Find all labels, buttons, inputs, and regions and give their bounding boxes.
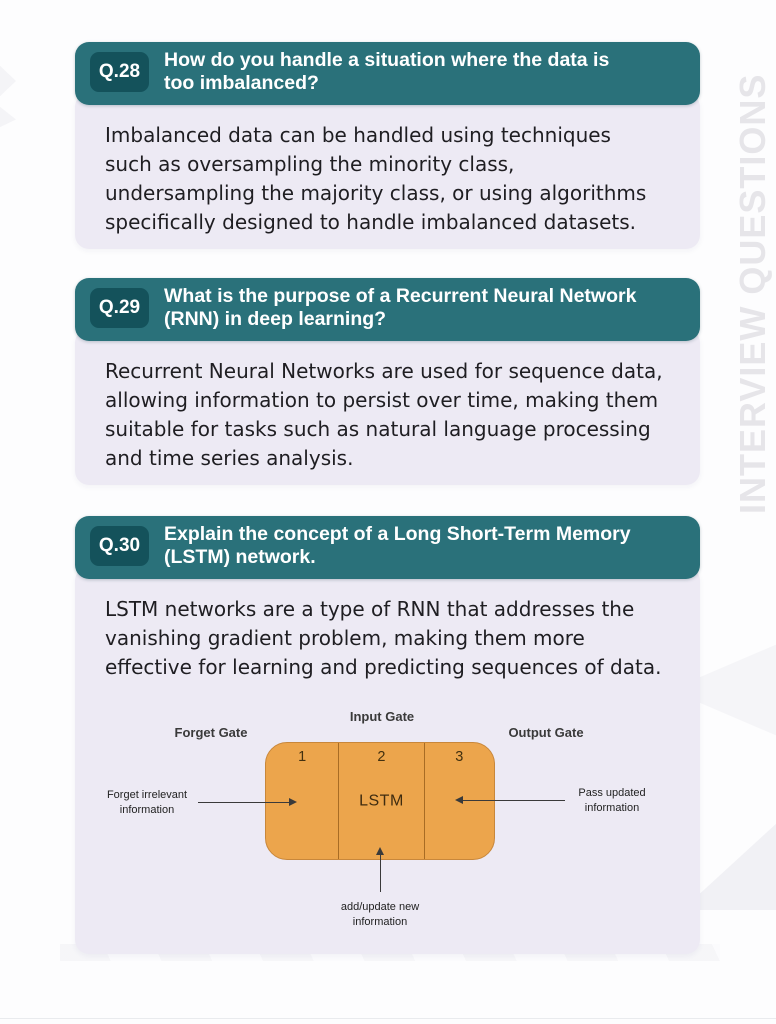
- question-title: Explain the concept of a Long Short-Term…: [164, 523, 631, 570]
- question-title-line: (LSTM) network.: [164, 546, 316, 569]
- note-line: Pass updated: [578, 786, 646, 799]
- lstm-cell-forget: 1: [266, 742, 340, 859]
- answer-line: LSTM networks are a type of RNN that add…: [105, 596, 635, 621]
- cell-number: 1: [298, 748, 307, 765]
- answer-line: vanishing gradient problem, making them …: [105, 625, 585, 650]
- question-header: Q.29 What is the purpose of a Recurrent …: [75, 278, 700, 341]
- note-line: Forget irrelevant: [106, 788, 188, 801]
- question-title-line: Explain the concept of a Long Short-Term…: [164, 523, 631, 545]
- note-line: information: [119, 803, 175, 816]
- question-title: What is the purpose of a Recurrent Neura…: [164, 285, 636, 332]
- question-title-line: (RNN) in deep learning?: [164, 308, 387, 331]
- forget-gate-label: Forget Gate: [174, 724, 248, 740]
- answer-line: specifically designed to handle imbalanc…: [105, 209, 637, 234]
- question-title-line: How do you handle a situation where the …: [164, 49, 610, 71]
- note-pass-updated: Pass updated information: [578, 786, 645, 816]
- answer-line: such as oversampling the minority class,: [105, 151, 515, 176]
- lstm-center-label: LSTM: [359, 792, 404, 810]
- question-header: Q.30 Explain the concept of a Long Short…: [75, 516, 700, 579]
- question-header: Q.28 How do you handle a situation where…: [75, 42, 700, 105]
- note-forget-irrelevant: Forget irrelevant information: [107, 788, 187, 818]
- arrow-right-icon: [198, 798, 297, 807]
- note-add-update: add/update new information: [341, 900, 419, 930]
- lstm-cell-output: 3: [425, 743, 494, 859]
- answer-line: allowing information to persist over tim…: [105, 387, 659, 412]
- answer-line: and time series analysis.: [105, 445, 354, 470]
- answer-line: Imbalanced data can be handled using tec…: [105, 122, 611, 147]
- background-shape: [0, 60, 16, 130]
- output-gate-label: Output Gate: [508, 724, 584, 740]
- arrow-left-icon: [455, 796, 565, 805]
- note-line: information: [352, 915, 408, 928]
- answer-panel: Recurrent Neural Networks are used for s…: [75, 328, 700, 485]
- answer-line: Recurrent Neural Networks are used for s…: [105, 358, 663, 383]
- answer-line: suitable for tasks such as natural langu…: [105, 416, 651, 441]
- question-title: How do you handle a situation where the …: [164, 49, 609, 96]
- question-title-line: What is the purpose of a Recurrent Neura…: [164, 285, 637, 307]
- answer-line: undersampling the majority class, or usi…: [105, 180, 647, 205]
- note-line: add/update new: [340, 900, 420, 913]
- side-margin-title: INTERVIEW QUESTIONS: [732, 73, 773, 514]
- qa-card-30: Q.30 Explain the concept of a Long Short…: [75, 516, 700, 954]
- lstm-cell-input: 2 LSTM: [339, 742, 425, 859]
- arrow-up-icon: [376, 846, 385, 892]
- question-number-badge: Q.28: [90, 52, 149, 93]
- question-title-line: too imbalanced?: [164, 72, 319, 95]
- question-number-badge: Q.30: [90, 526, 149, 567]
- qa-card-29: Q.29 What is the purpose of a Recurrent …: [75, 278, 700, 485]
- qa-card-28: Q.28 How do you handle a situation where…: [75, 42, 700, 249]
- lstm-diagram: Input Gate Forget Gate Output Gate 1 2 L…: [105, 690, 670, 942]
- cell-number: 3: [455, 748, 464, 765]
- answer-panel: Imbalanced data can be handled using tec…: [75, 92, 700, 249]
- answer-line: effective for learning and predicting se…: [105, 654, 662, 679]
- note-line: information: [584, 801, 640, 814]
- answer-panel: LSTM networks are a type of RNN that add…: [75, 566, 700, 954]
- page-edge-line: [0, 1018, 776, 1019]
- input-gate-label: Input Gate: [349, 708, 415, 724]
- question-number-badge: Q.29: [90, 288, 149, 329]
- cell-number: 2: [377, 748, 386, 765]
